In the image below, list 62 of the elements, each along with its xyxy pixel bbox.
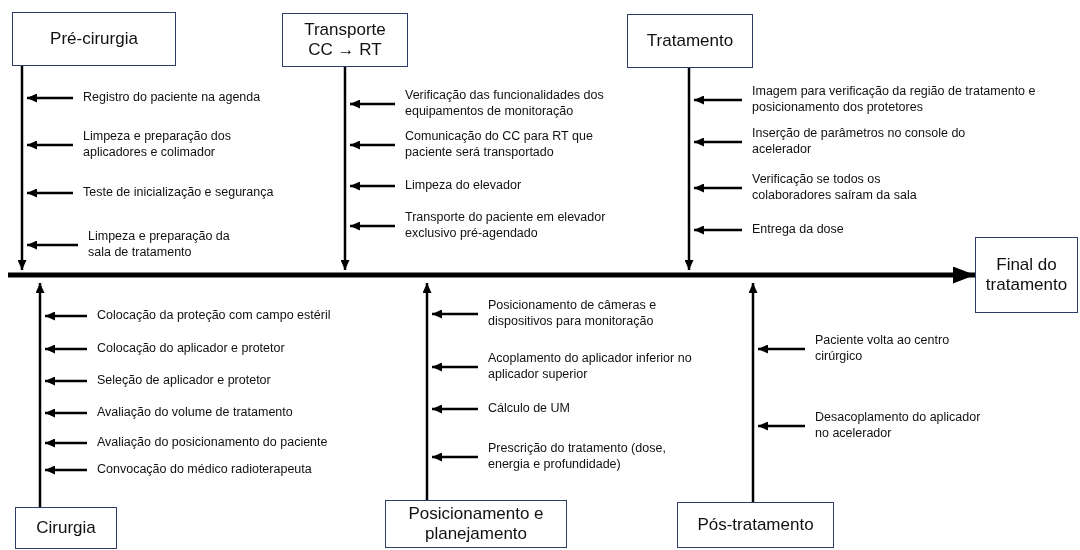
arrow bbox=[432, 362, 478, 372]
step-text: Registro do paciente na agenda bbox=[73, 90, 261, 106]
step-text: Limpeza e preparação da sala de tratamento bbox=[78, 229, 248, 261]
end-box: Final do tratamento bbox=[975, 237, 1078, 313]
arrow bbox=[45, 344, 87, 354]
step-text: Posicionamento de câmeras e dispositivos para monitoração bbox=[478, 298, 706, 330]
arrow bbox=[45, 311, 87, 321]
arrow bbox=[432, 452, 478, 462]
step-text: Teste de inicialização e segurança bbox=[73, 185, 274, 201]
step-text: Imagem para verificação da região de tratamento e posicionamento dos protetores bbox=[742, 84, 1042, 116]
step-text: Convocação do médico radioterapeuta bbox=[87, 462, 312, 478]
arrow bbox=[694, 183, 742, 193]
arrow bbox=[45, 465, 87, 475]
step-text: Colocação da proteção com campo estéril bbox=[87, 308, 331, 324]
category-box: Cirurgia bbox=[15, 507, 117, 549]
arrow bbox=[350, 140, 395, 150]
step-text: Verificação se todos os colaboradores saíram da sala bbox=[742, 172, 952, 204]
step-text: Prescrição do tratamento (dose, energia e profundidade) bbox=[478, 441, 693, 473]
arrow bbox=[45, 376, 87, 386]
arrow bbox=[758, 344, 805, 354]
step-text: Cálculo de UM bbox=[478, 401, 570, 417]
arrow bbox=[27, 93, 73, 103]
arrow bbox=[350, 181, 395, 191]
arrow bbox=[694, 137, 742, 147]
bone-arrow bbox=[17, 66, 27, 270]
arrow bbox=[27, 240, 78, 250]
arrow bbox=[432, 309, 478, 319]
step-text: Verificação das funcionalidades dos equipamentos de monitoração bbox=[395, 88, 617, 120]
step-text: Avaliação do posicionamento do paciente bbox=[87, 435, 328, 451]
step-text: Transporte do paciente em elevador exclusivo pré-agendado bbox=[395, 210, 607, 242]
arrow bbox=[350, 99, 395, 109]
step-text: Comunicação do CC para RT que paciente será transportado bbox=[395, 129, 617, 161]
step-text: Colocação do aplicador e protetor bbox=[87, 341, 285, 357]
arrow bbox=[45, 438, 87, 448]
step-text: Acoplamento do aplicador inferior no aplicador superior bbox=[478, 351, 693, 383]
timeline-arrow bbox=[8, 266, 975, 284]
arrow bbox=[694, 225, 742, 235]
step-text: Paciente volta ao centro cirúrgico bbox=[805, 333, 950, 365]
bone-arrow bbox=[340, 67, 350, 270]
step-text: Avaliação do volume de tratamento bbox=[87, 405, 293, 421]
bone-arrow bbox=[748, 283, 758, 502]
arrow bbox=[432, 404, 478, 414]
step-text: Limpeza e preparação dos aplicadores e colimador bbox=[73, 129, 253, 161]
arrow bbox=[45, 408, 87, 418]
category-box: Transporte CC → RT bbox=[282, 13, 408, 67]
step-text: Entrega da dose bbox=[742, 222, 844, 238]
arrow bbox=[350, 221, 395, 231]
step-text: Desacoplamento do aplicador no acelerador bbox=[805, 410, 983, 442]
category-box: Posicionamento e planejamento bbox=[385, 500, 567, 548]
arrow bbox=[27, 140, 73, 150]
category-box: Tratamento bbox=[627, 14, 753, 68]
arrow bbox=[758, 421, 805, 431]
arrow bbox=[27, 188, 73, 198]
step-text: Limpeza do elevador bbox=[395, 178, 522, 194]
bone-arrow bbox=[35, 283, 45, 507]
category-box: Pré-cirurgia bbox=[12, 12, 176, 66]
step-text: Inserção de parâmetros no console do acelerador bbox=[742, 126, 987, 158]
bone-arrow bbox=[684, 68, 694, 270]
category-box: Pós-tratamento bbox=[677, 502, 834, 548]
arrow bbox=[694, 95, 742, 105]
bone-arrow bbox=[422, 283, 432, 500]
step-text: Seleção de aplicador e protetor bbox=[87, 373, 271, 389]
